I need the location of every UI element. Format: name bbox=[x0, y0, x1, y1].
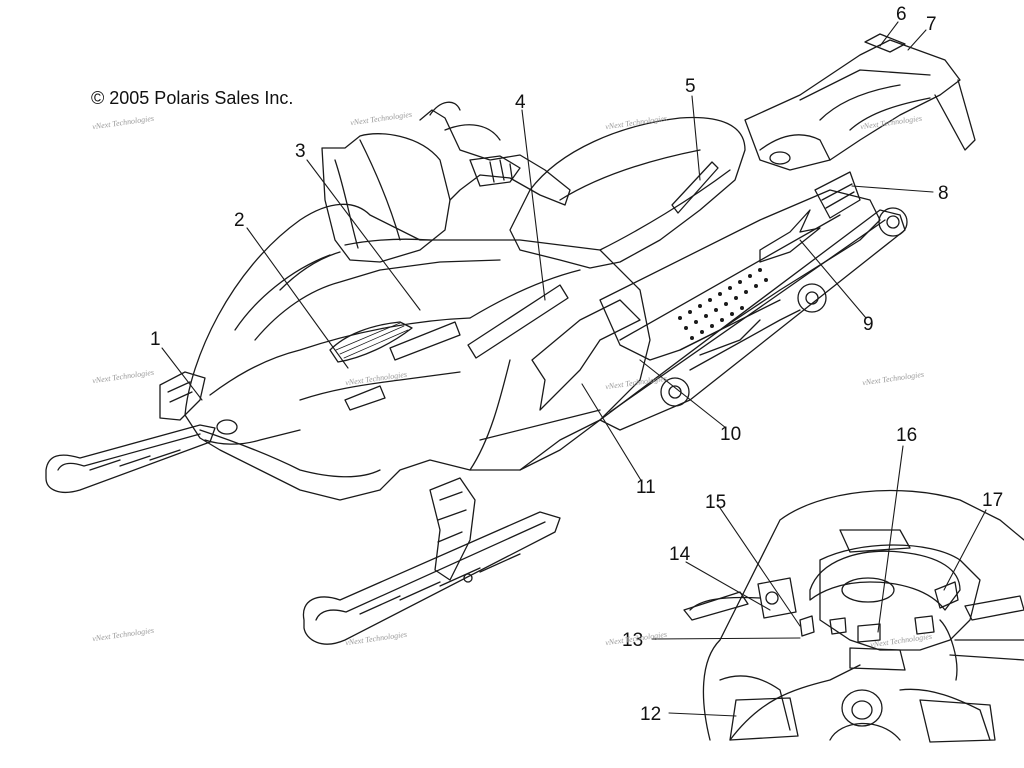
callout-2: 2 bbox=[234, 210, 245, 231]
callout-10: 10 bbox=[720, 424, 742, 445]
callout-13: 13 bbox=[622, 630, 644, 651]
tunnel-perforations bbox=[678, 268, 768, 340]
callout-4: 4 bbox=[515, 92, 526, 113]
copyright-notice: © 2005 Polaris Sales Inc. bbox=[91, 88, 294, 108]
left-ski bbox=[45, 424, 216, 493]
callout-1: 1 bbox=[150, 329, 161, 350]
hood bbox=[184, 203, 651, 501]
decal-9 bbox=[759, 209, 821, 263]
bogie-wheel-rear bbox=[878, 207, 908, 237]
leader-lines bbox=[161, 21, 987, 717]
left-grip bbox=[683, 591, 749, 621]
callout-16: 16 bbox=[896, 425, 918, 446]
decal-3 bbox=[389, 321, 461, 361]
handlebar bbox=[419, 109, 571, 206]
callout-14: 14 bbox=[669, 544, 691, 565]
seat bbox=[509, 116, 746, 269]
decal-11 bbox=[531, 299, 641, 411]
callout-15: 15 bbox=[705, 492, 727, 513]
callout-3: 3 bbox=[295, 141, 306, 162]
callout-5: 5 bbox=[685, 76, 696, 97]
decal-4 bbox=[467, 284, 569, 359]
callout-17: 17 bbox=[982, 490, 1004, 511]
callout-6: 6 bbox=[896, 4, 907, 25]
steering-wheel bbox=[809, 550, 961, 611]
callout-9: 9 bbox=[863, 314, 874, 335]
right-ski bbox=[302, 511, 561, 645]
bogie-wheel-front bbox=[660, 377, 690, 407]
headlight bbox=[216, 419, 238, 435]
dash-inset bbox=[683, 489, 1024, 743]
callout-12: 12 bbox=[640, 704, 662, 725]
rear-rack bbox=[744, 39, 961, 171]
right-grip bbox=[964, 595, 1024, 621]
callout-8: 8 bbox=[938, 183, 949, 204]
decal-5 bbox=[671, 161, 719, 214]
snowmobile-body bbox=[45, 33, 976, 645]
windshield bbox=[321, 133, 451, 263]
decal-2 bbox=[344, 385, 386, 411]
callout-11: 11 bbox=[636, 477, 656, 498]
hood-vent bbox=[329, 321, 413, 363]
callout-7: 7 bbox=[926, 14, 937, 35]
bogie-wheel-mid bbox=[797, 283, 827, 313]
